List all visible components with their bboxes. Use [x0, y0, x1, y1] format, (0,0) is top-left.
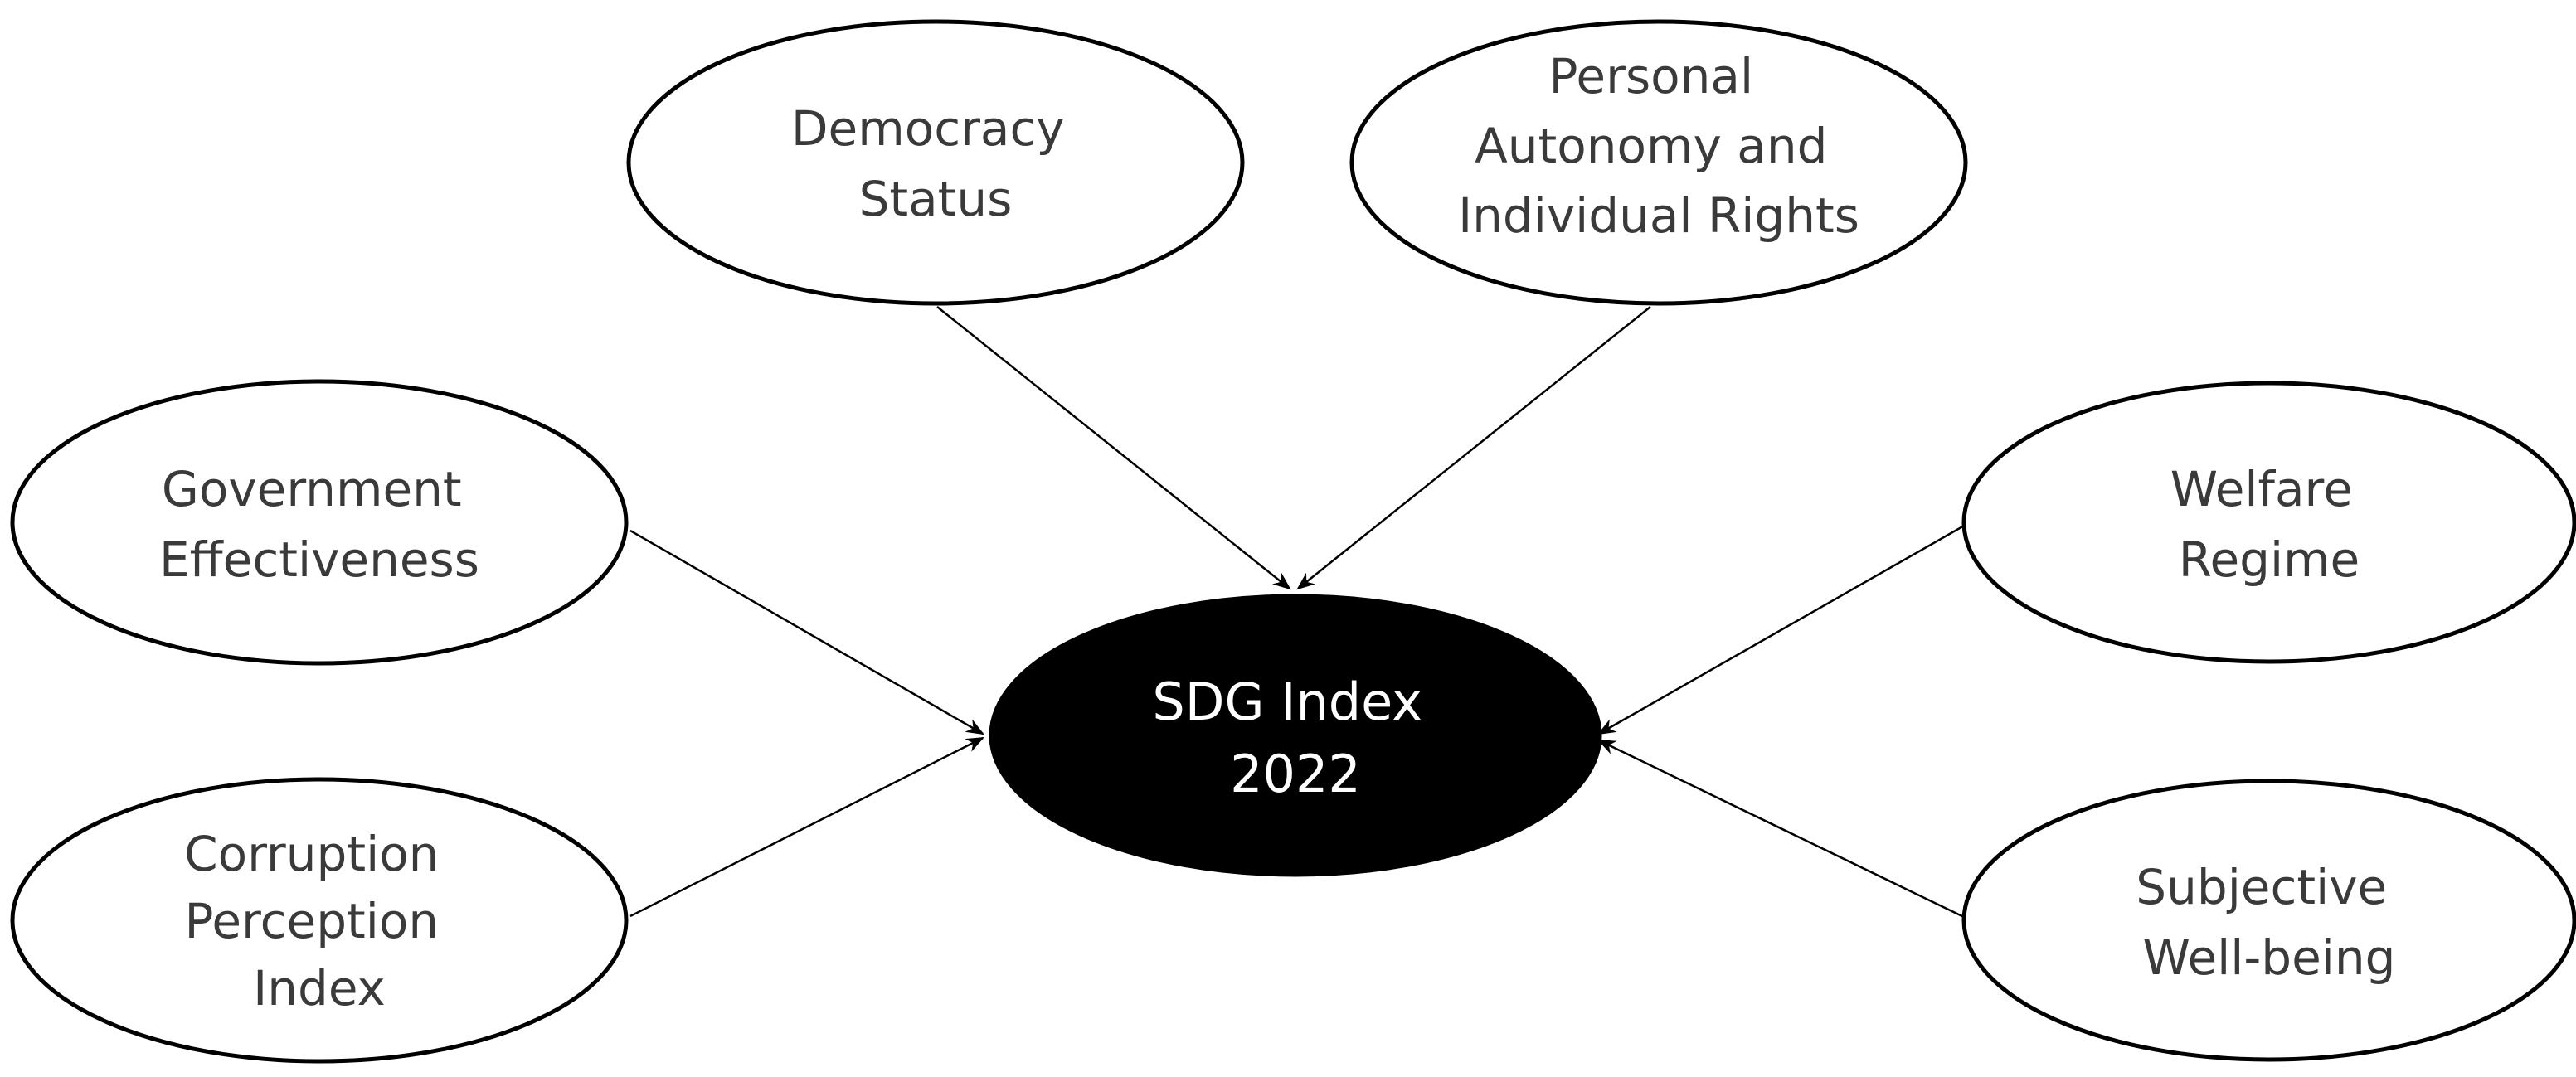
node-subjective-wellbeing: Subjective Well-being: [1961, 779, 2576, 1062]
node-government-effectiveness-line-1: Government: [162, 461, 462, 517]
edge-corruption-to-sdg: [629, 736, 984, 918]
node-personal-autonomy-line-3: Individual Rights: [1458, 187, 1859, 244]
node-democracy-status-ellipse: [626, 19, 1245, 306]
node-corruption-perception-ellipse: [10, 777, 629, 1064]
node-sdg-index-line-2: 2022: [1230, 744, 1361, 804]
node-government-effectiveness: Government Effectiveness: [10, 379, 629, 666]
node-welfare-regime-label: Welfare Regime: [2170, 461, 2368, 588]
node-government-effectiveness-ellipse: [10, 379, 629, 666]
node-corruption-perception-line-3: Index: [253, 960, 386, 1016]
node-subjective-wellbeing-label: Subjective Well-being: [2136, 859, 2402, 986]
edge-welfare-to-sdg: [1597, 523, 1966, 735]
node-corruption-perception-label: Corruption Perception Index: [184, 826, 454, 1016]
edge-autonomy-to-sdg: [1296, 306, 1651, 590]
node-subjective-wellbeing-ellipse: [1961, 779, 2576, 1062]
node-welfare-regime-line-1: Welfare: [2170, 461, 2353, 517]
node-personal-autonomy-line-2: Autonomy and: [1475, 118, 1827, 174]
node-personal-autonomy-label: Personal Autonomy and Individual Rights: [1458, 48, 1859, 244]
node-government-effectiveness-label: Government Effectiveness: [159, 461, 479, 588]
edge-government-to-sdg: [629, 529, 984, 735]
edges: [629, 306, 1966, 919]
node-personal-autonomy: Personal Autonomy and Individual Rights: [1349, 19, 1968, 306]
edge-democracy-to-sdg: [936, 306, 1291, 590]
node-welfare-regime-ellipse: [1961, 381, 2576, 664]
node-sdg-index-label: SDG Index 2022: [1152, 672, 1438, 804]
node-government-effectiveness-line-2: Effectiveness: [159, 531, 479, 588]
node-subjective-wellbeing-line-2: Well-being: [2143, 929, 2396, 986]
node-democracy-status-line-2: Status: [859, 171, 1013, 227]
node-personal-autonomy-ellipse: [1349, 19, 1968, 306]
node-sdg-index: SDG Index 2022: [989, 594, 1602, 877]
node-democracy-status-line-1: Democracy: [791, 100, 1065, 157]
node-democracy-status-label: Democracy Status: [791, 100, 1080, 227]
node-democracy-status: Democracy Status: [626, 19, 1245, 306]
node-corruption-perception-line-2: Perception: [184, 893, 439, 949]
node-sdg-index-ellipse: [989, 594, 1602, 877]
node-subjective-wellbeing-line-1: Subjective: [2136, 859, 2387, 915]
node-personal-autonomy-line-1: Personal: [1549, 48, 1754, 104]
node-welfare-regime-line-2: Regime: [2179, 531, 2360, 588]
node-corruption-perception: Corruption Perception Index: [10, 777, 629, 1064]
edge-wellbeing-to-sdg: [1597, 739, 1966, 919]
node-sdg-index-line-1: SDG Index: [1152, 672, 1422, 732]
node-corruption-perception-line-1: Corruption: [184, 826, 439, 882]
node-welfare-regime: Welfare Regime: [1961, 381, 2576, 664]
